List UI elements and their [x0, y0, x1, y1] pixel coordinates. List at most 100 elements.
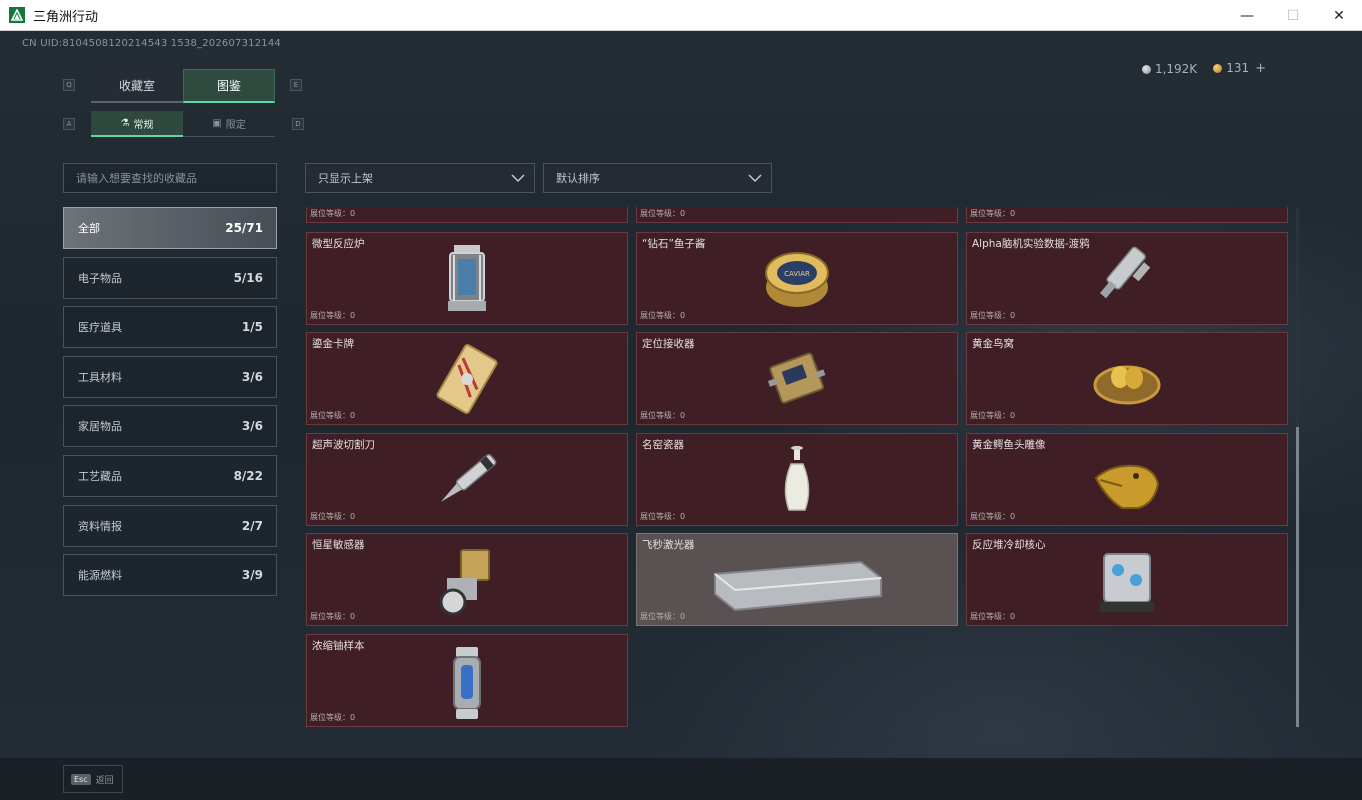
- bottom-bar: [0, 758, 1362, 800]
- search-input[interactable]: 请输入想要查找的收藏品: [63, 163, 277, 193]
- tab-limited[interactable]: ▣ 限定: [183, 111, 275, 137]
- item-level: 展位等级：0: [310, 713, 356, 722]
- category-count: 25/71: [225, 221, 263, 235]
- category-tools[interactable]: 工具材料 3/6: [63, 355, 277, 398]
- item-level: 展位等级：0: [970, 311, 1016, 320]
- item-level: 展位等级：0: [640, 512, 686, 521]
- laser-case-icon: [714, 560, 882, 612]
- gold-crocodile-icon: [1094, 464, 1160, 509]
- caviar-tin-icon: CAVIAR: [765, 252, 829, 307]
- silver-currency: 1,192K: [1141, 61, 1198, 76]
- item-card[interactable]: “钻石”鱼子酱 CAVIAR 展位等级：0: [636, 232, 958, 325]
- sort-dropdown[interactable]: 默认排序: [543, 163, 772, 193]
- category-label: 工艺藏品: [78, 469, 122, 483]
- item-level: 展位等级：0: [640, 209, 686, 218]
- item-level: 展位等级：0: [970, 411, 1016, 420]
- tab-regular-label: 常规: [133, 119, 154, 131]
- add-gold-button[interactable]: +: [1255, 61, 1266, 76]
- category-label: 电子物品: [78, 271, 122, 285]
- display-filter-dropdown[interactable]: 只显示上架: [305, 163, 535, 193]
- tab-catalog[interactable]: 图鉴: [183, 69, 275, 103]
- category-label: 家居物品: [78, 420, 122, 434]
- user-uid: CN UID:8104508120214543 1538_20260731214…: [22, 38, 281, 49]
- item-card[interactable]: 浓缩铀样本 展位等级：0: [306, 634, 628, 727]
- category-intel[interactable]: 资料情报 2/7: [63, 504, 277, 547]
- image-icon: ▣: [212, 118, 222, 129]
- item-level: 展位等级：0: [640, 311, 686, 320]
- category-crafts[interactable]: 工艺藏品 8/22: [63, 454, 277, 497]
- svg-text:CAVIAR: CAVIAR: [784, 270, 810, 278]
- item-level: 展位等级：0: [310, 411, 356, 420]
- category-label: 医疗道具: [78, 321, 122, 335]
- star-sensor-icon: [439, 549, 490, 616]
- item-card[interactable]: Alpha脑机实验数据-渡鸦 展位等级：0: [966, 232, 1288, 325]
- silver-coin-icon: [1141, 64, 1151, 74]
- category-count: 8/22: [233, 468, 263, 483]
- reactor-icon: [448, 245, 486, 311]
- grid-scrollbar[interactable]: [1296, 207, 1299, 729]
- category-count: 2/7: [241, 518, 263, 533]
- esc-key-hint: Esc: [71, 773, 91, 785]
- item-card[interactable]: 黄金鳄鱼头雕像 展位等级：0: [966, 433, 1288, 526]
- silver-amount: 1,192K: [1154, 61, 1198, 76]
- item-level: 展位等级：0: [970, 512, 1016, 521]
- item-level: 展位等级：0: [310, 612, 356, 621]
- gold-currency: 131+: [1213, 61, 1266, 76]
- key-hint-q: Q: [63, 79, 75, 91]
- item-level: 展位等级：0: [310, 209, 356, 218]
- back-button[interactable]: Esc 返回: [63, 765, 123, 793]
- item-level: 展位等级：0: [310, 311, 356, 320]
- item-card[interactable]: 鎏金卡牌 展位等级：0: [306, 332, 628, 425]
- category-count: 3/9: [241, 568, 263, 583]
- minimize-button[interactable]: —: [1240, 7, 1254, 24]
- item-card[interactable]: 展位等级：0: [306, 207, 628, 223]
- tab-collection-room[interactable]: 收藏室: [91, 69, 183, 103]
- category-label: 资料情报: [78, 519, 122, 533]
- tab-regular[interactable]: ⚗ 常规: [91, 111, 183, 137]
- uranium-sample-icon: [453, 647, 481, 719]
- item-level: 展位等级：0: [640, 411, 686, 420]
- golden-nest-icon: [1093, 365, 1161, 405]
- key-hint-d: D: [292, 118, 304, 130]
- category-energy[interactable]: 能源燃料 3/9: [63, 554, 277, 597]
- item-card[interactable]: 黄金鸟窝 展位等级：0: [966, 332, 1288, 425]
- category-count: 3/6: [241, 369, 263, 384]
- item-card[interactable]: 飞秒激光器 展位等级：0: [636, 533, 958, 626]
- window-titlebar: 三角洲行动 — ☐ ✕: [0, 0, 1362, 31]
- scrollbar-thumb[interactable]: [1296, 427, 1299, 727]
- item-level: 展位等级：0: [970, 612, 1016, 621]
- category-label: 工具材料: [78, 370, 122, 384]
- back-label: 返回: [95, 775, 114, 786]
- key-hint-a: A: [63, 118, 75, 130]
- item-card[interactable]: 展位等级：0: [636, 207, 958, 223]
- close-button[interactable]: ✕: [1333, 7, 1345, 24]
- porcelain-vase-icon: [784, 446, 810, 511]
- maximize-button[interactable]: ☐: [1286, 7, 1300, 24]
- item-card[interactable]: 定位接收器 展位等级：0: [636, 332, 958, 425]
- item-name: 黄金鸟窝: [972, 338, 1014, 350]
- item-name: Alpha脑机实验数据-渡鸦: [972, 238, 1090, 250]
- item-name: 鎏金卡牌: [312, 338, 354, 350]
- category-label: 能源燃料: [78, 569, 122, 583]
- item-card[interactable]: 恒星敏感器 展位等级：0: [306, 533, 628, 626]
- item-card[interactable]: 反应堆冷却核心 展位等级：0: [966, 533, 1288, 626]
- item-name: 恒星敏感器: [312, 539, 365, 551]
- data-drive-icon: [1099, 246, 1151, 299]
- item-card[interactable]: 名窑瓷器 展位等级：0: [636, 433, 958, 526]
- item-card[interactable]: 超声波切割刀 展位等级：0: [306, 433, 628, 526]
- item-level: 展位等级：0: [970, 209, 1016, 218]
- item-name: 反应堆冷却核心: [972, 539, 1046, 551]
- item-name: 定位接收器: [642, 338, 695, 350]
- item-name: 浓缩铀样本: [312, 640, 365, 652]
- item-card[interactable]: 展位等级：0: [966, 207, 1288, 223]
- item-card[interactable]: 微型反应炉 展位等级：0: [306, 232, 628, 325]
- gold-coin-icon: [1213, 64, 1223, 73]
- key-hint-e: E: [290, 79, 302, 91]
- sub-tabs: ⚗ 常规 ▣ 限定: [91, 111, 275, 137]
- tab-limited-label: 限定: [225, 120, 246, 131]
- item-grid: 展位等级：0 展位等级：0 展位等级：0 微型反应炉 展位等级：0 “钻石”鱼子…: [306, 207, 1290, 729]
